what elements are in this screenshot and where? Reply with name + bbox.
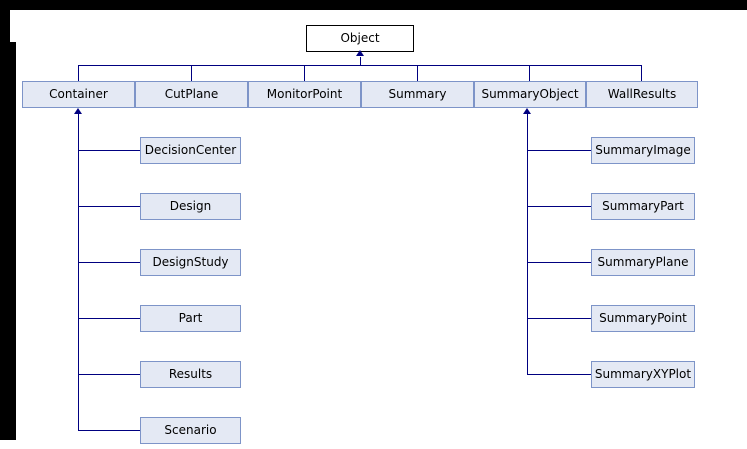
class-node-wallresults[interactable]: WallResults bbox=[586, 81, 698, 108]
top-black-band bbox=[0, 0, 747, 10]
edge-branch-design bbox=[78, 206, 141, 207]
class-node-decisioncenter[interactable]: DecisionCenter bbox=[140, 137, 241, 164]
class-node-summaryimage[interactable]: SummaryImage bbox=[591, 137, 695, 164]
edge-trunk-container bbox=[78, 114, 79, 431]
edge-drop-summary bbox=[417, 65, 418, 81]
edge-drop-cutplane bbox=[191, 65, 192, 81]
edge-branch-summaryimage bbox=[527, 150, 592, 151]
class-node-results[interactable]: Results bbox=[140, 361, 241, 388]
class-node-summaryplane[interactable]: SummaryPlane bbox=[591, 249, 695, 276]
edge-drop-wallresults bbox=[641, 65, 642, 81]
class-node-summaryxyplot[interactable]: SummaryXYPlot bbox=[591, 361, 695, 388]
edge-branch-designstudy bbox=[78, 262, 141, 263]
edge-drop-summaryobject bbox=[529, 65, 530, 81]
edge-branch-summarypoint bbox=[527, 318, 592, 319]
edge-branch-results bbox=[78, 374, 141, 375]
edge-branch-scenario bbox=[78, 430, 141, 431]
edge-branch-decisioncenter bbox=[78, 150, 141, 151]
edge-object-stem bbox=[360, 57, 361, 66]
left-black-band-lower bbox=[0, 42, 16, 440]
edge-drop-monitorpoint bbox=[304, 65, 305, 81]
class-node-design[interactable]: Design bbox=[140, 193, 241, 220]
edge-branch-part bbox=[78, 318, 141, 319]
class-node-monitorpoint[interactable]: MonitorPoint bbox=[248, 81, 361, 108]
class-node-designstudy[interactable]: DesignStudy bbox=[140, 249, 241, 276]
left-black-band-upper bbox=[0, 10, 10, 42]
edge-branch-summarypart bbox=[527, 206, 592, 207]
class-node-summarypart[interactable]: SummaryPart bbox=[591, 193, 695, 220]
class-node-summary[interactable]: Summary bbox=[361, 81, 474, 108]
class-node-object[interactable]: Object bbox=[306, 25, 414, 52]
arrowhead-to-container bbox=[74, 108, 82, 114]
class-node-container[interactable]: Container bbox=[22, 81, 135, 108]
arrowhead-to-summaryobject bbox=[523, 108, 531, 114]
class-node-cutplane[interactable]: CutPlane bbox=[135, 81, 248, 108]
arrowhead-to-object bbox=[356, 50, 364, 56]
edge-drop-container bbox=[78, 65, 79, 81]
class-node-scenario[interactable]: Scenario bbox=[140, 417, 241, 444]
class-node-part[interactable]: Part bbox=[140, 305, 241, 332]
edge-branch-summaryxyplot bbox=[527, 374, 592, 375]
class-node-summaryobject[interactable]: SummaryObject bbox=[474, 81, 586, 108]
edge-bus-level1 bbox=[78, 65, 642, 66]
edge-branch-summaryplane bbox=[527, 262, 592, 263]
class-node-summarypoint[interactable]: SummaryPoint bbox=[591, 305, 695, 332]
edge-trunk-summaryobject bbox=[527, 114, 528, 375]
